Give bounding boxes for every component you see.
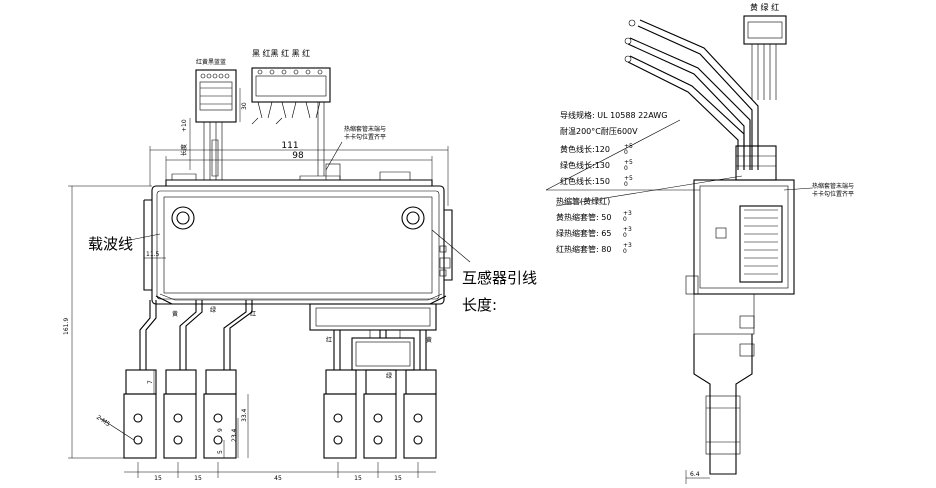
wire-spec-label: 导线规格: UL 10588 22AWG [560, 110, 667, 120]
dim-bottom-45: 45 [274, 475, 282, 482]
yellow-length-label: 黄色线长:120 [560, 144, 610, 154]
left-terminals [123, 369, 237, 459]
length-mark: 长度 [180, 144, 188, 156]
green-tube-label: 绿热缩套管: 65 [556, 228, 611, 238]
mounting-hole-right [401, 206, 425, 230]
red-tube-tol-zero: 0 [623, 248, 627, 255]
yellow-tube-tol-plus: +3 [623, 210, 632, 217]
lead-red-label: 红 [250, 310, 256, 318]
red-tube-label: 红热缩套管: 80 [556, 244, 611, 254]
dim-11-5: 11.5 [146, 251, 160, 258]
lead-yellow-label: 黄 [172, 310, 178, 318]
right-note-1: 热缩套管末端与 [812, 182, 854, 190]
dim-161-9: 161.9 [63, 318, 70, 335]
right-top-colors: 黄 绿 红 [750, 2, 779, 12]
right-leaders [545, 119, 813, 484]
dim-6-4: 6.4 [690, 471, 700, 478]
green-length-label: 绿色线长:130 [560, 160, 610, 170]
red-tol-plus: +5 [624, 175, 633, 182]
rlead-yellow-label: 黄 [426, 336, 432, 344]
green-tol-zero: 0 [624, 165, 628, 172]
length-label: 长度: [462, 296, 497, 314]
right-side-body [685, 179, 795, 475]
right-bent-wires [624, 19, 759, 170]
red-tube-tol-plus: +3 [623, 242, 632, 249]
right-view: 黄 绿 红 导线规格: UL 10588 22AWG 耐温200°C耐压600V… [545, 2, 854, 484]
dim-33-4: 33.4 [241, 408, 248, 422]
green-tol-plus: +5 [624, 159, 633, 166]
carrier-line-label: 载波线 [88, 235, 133, 253]
red-tol-zero: 0 [624, 181, 628, 188]
yellow-tol-plus: +5 [624, 143, 633, 150]
left-leads [139, 300, 253, 370]
tolerance-mark: +10 [181, 119, 188, 132]
dim-bottom-15a: 15 [154, 475, 162, 482]
rlead-red-label: 红 [326, 336, 332, 344]
dim-bottom-15d: 15 [394, 475, 402, 482]
dim-9: 9 [217, 428, 224, 432]
yellow-tube-label: 黄热缩套管: 50 [556, 212, 611, 222]
main-housing [143, 171, 453, 305]
green-tube-tol-plus: +3 [623, 226, 632, 233]
heat-shrink-note-1: 热缩套管末端与 [344, 125, 386, 133]
dim-2-m5: 2-M5 [95, 414, 111, 428]
yellow-tube-tol-zero: 0 [623, 216, 627, 223]
left-view: 载波线 互感器引线 长度: 热缩套管末端与 卡卡勾位置齐平 红黄黑蓝蓝 黑 红黑… [63, 48, 537, 482]
green-tube-tol-zero: 0 [623, 232, 627, 239]
mounting-hole-left [171, 206, 195, 230]
right-top-connector [743, 15, 787, 100]
dim-5: 5 [217, 450, 224, 454]
red-length-label: 红色线长:150 [560, 176, 610, 186]
right-terminals [323, 369, 437, 459]
rlead-green-label: 绿 [386, 372, 392, 380]
dim-30: 30 [241, 102, 248, 110]
dim-bottom-15c: 15 [354, 475, 362, 482]
large-connector-colors: 黑 红黑 红 黑 红 [252, 48, 310, 58]
right-note-2: 卡卡勾位置齐平 [812, 190, 854, 198]
dim-7: 7 [147, 380, 154, 384]
dimension-lines [68, 88, 471, 478]
small-connector [195, 69, 237, 180]
right-heat-shrink [735, 145, 777, 181]
heat-tube-label: 热缩管(黄绿红) [556, 196, 610, 206]
heat-shrink-note-2: 卡卡勾位置齐平 [344, 133, 386, 141]
transformer-lead-label: 互感器引线 [462, 269, 537, 287]
lead-green-label: 绿 [210, 306, 216, 314]
large-connector [251, 67, 341, 181]
temp-rating-label: 耐温200°C耐压600V [560, 126, 638, 136]
dim-23-4: 23.4 [231, 428, 238, 442]
yellow-tol-zero: 0 [624, 149, 628, 156]
small-connector-colors: 红黄黑蓝蓝 [196, 58, 226, 66]
dim-bottom-15b: 15 [194, 475, 202, 482]
dim-98: 98 [292, 151, 304, 161]
dim-111: 111 [281, 141, 298, 151]
